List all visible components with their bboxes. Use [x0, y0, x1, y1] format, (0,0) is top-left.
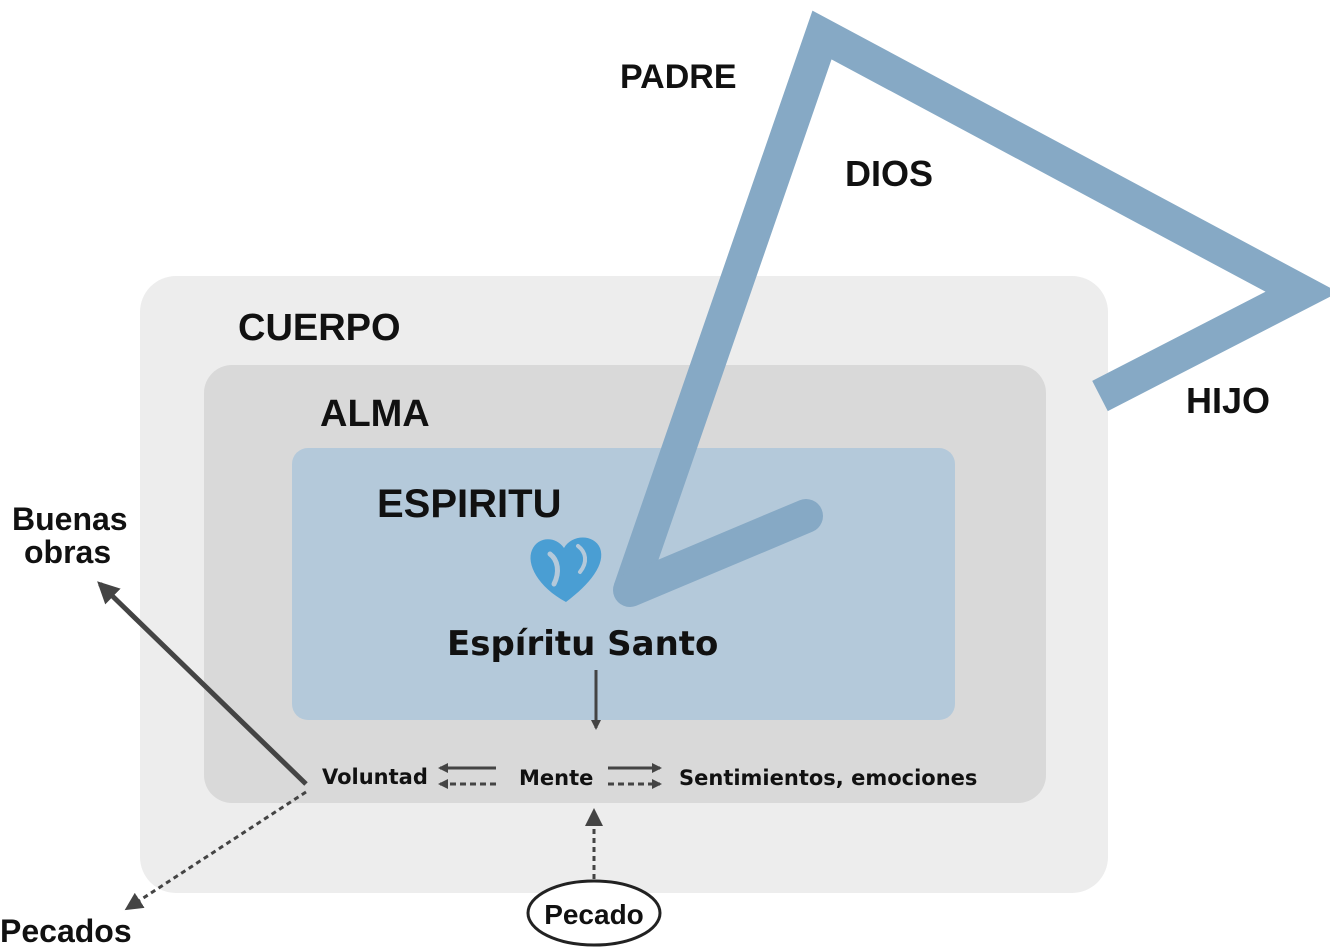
- sin-label: Pecado: [544, 899, 644, 930]
- mente-label: Mente: [519, 766, 593, 790]
- voluntad-label: Voluntad: [322, 765, 428, 789]
- good-works-label-line1: Buenas: [12, 501, 128, 537]
- will-to-good-works-arrow: [97, 581, 308, 786]
- cuerpo-label: CUERPO: [238, 307, 401, 349]
- padre-label: PADRE: [620, 58, 737, 96]
- sin-ellipse: [526, 879, 662, 947]
- heart-dove-icon: [530, 537, 602, 602]
- sins-label: Pecados: [0, 913, 132, 948]
- holy-spirit-label: Espíritu Santo: [447, 624, 718, 664]
- dios-label: DIOS: [845, 153, 933, 194]
- alma-label: ALMA: [320, 393, 430, 435]
- trinity-spirit-line: [613, 499, 823, 607]
- sentimientos-label: Sentimientos, emociones: [679, 766, 977, 790]
- good-works-label-line2: obras: [24, 534, 111, 570]
- trinity-line: [613, 10, 1330, 596]
- hijo-label: HIJO: [1186, 380, 1270, 421]
- espiritu-label: ESPIRITU: [377, 482, 561, 526]
